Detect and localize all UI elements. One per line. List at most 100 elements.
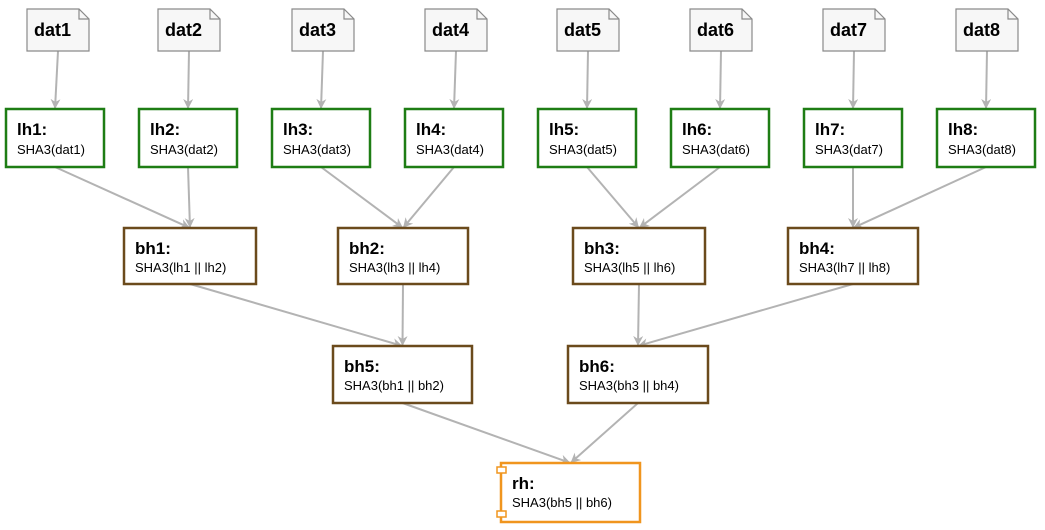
document-fold	[1007, 9, 1018, 20]
doc-label: dat6	[697, 20, 734, 40]
document-icon	[291, 8, 355, 52]
doc-label: dat8	[963, 20, 1000, 40]
edge-bh1-to-bh5	[189, 283, 403, 348]
branch-node-bh6: bh6: SHA3(bh3 || bh4)	[566, 344, 710, 405]
leaf-node-lh4: lh4: SHA3(dat4)	[403, 107, 505, 169]
edge-lh2-to-bh1	[184, 166, 195, 228]
doc-dat5: dat5	[556, 8, 620, 52]
leaf-box	[137, 107, 239, 169]
doc-dat8: dat8	[955, 8, 1019, 52]
document-fold	[78, 9, 89, 20]
node-title: lh5:	[549, 120, 579, 139]
document-fold	[209, 9, 220, 20]
node-formula: SHA3(dat8)	[948, 142, 1016, 157]
node-title: lh2:	[150, 120, 180, 139]
edge-lh6-to-bh3	[639, 166, 721, 229]
leaf-node-lh5: lh5: SHA3(dat5)	[536, 107, 638, 169]
branch-hashes: bh1: SHA3(lh1 || lh2) bh2: SHA3(lh3 || l…	[122, 226, 920, 405]
document-icon	[157, 8, 221, 52]
doc-dat2: dat2	[157, 8, 221, 52]
branch-node-bh4: bh4: SHA3(lh7 || lh8)	[786, 226, 920, 286]
node-formula: SHA3(bh5 || bh6)	[512, 495, 612, 510]
doc-dat4: dat4	[424, 8, 488, 52]
document-fold	[608, 9, 619, 20]
edge-bh4-to-bh6	[638, 283, 854, 349]
doc-label: dat5	[564, 20, 601, 40]
document-icon	[955, 8, 1019, 52]
node-formula: SHA3(dat4)	[416, 142, 484, 157]
leaf-node-lh3: lh3: SHA3(dat3)	[270, 107, 372, 169]
node-formula: SHA3(dat6)	[682, 142, 750, 157]
node-title: bh1:	[135, 239, 171, 258]
node-formula: SHA3(lh3 || lh4)	[349, 260, 440, 275]
edge-dat5-to-lh5	[582, 50, 593, 109]
node-formula: SHA3(bh1 || bh2)	[344, 378, 444, 393]
node-title: lh7:	[815, 120, 845, 139]
node-formula: SHA3(lh7 || lh8)	[799, 260, 890, 275]
edge-dat2-to-lh2	[183, 50, 194, 109]
edge-lh3-to-bh2	[320, 166, 404, 229]
node-title: bh6:	[579, 357, 615, 376]
leaf-box	[270, 107, 372, 169]
leaf-box	[536, 107, 638, 169]
edge-lh1-to-bh1	[54, 166, 191, 229]
document-icon	[424, 8, 488, 52]
document-icon	[822, 8, 886, 52]
node-formula: SHA3(lh5 || lh6)	[584, 260, 675, 275]
edge-dat6-to-lh6	[715, 50, 726, 109]
doc-dat7: dat7	[822, 8, 886, 52]
leaf-node-lh1: lh1: SHA3(dat1)	[4, 107, 106, 169]
node-title: lh1:	[17, 120, 47, 139]
leaf-node-lh8: lh8: SHA3(dat8)	[935, 107, 1037, 169]
edge-dat3-to-lh3	[316, 50, 327, 110]
leaf-box	[403, 107, 505, 169]
node-title: lh6:	[682, 120, 712, 139]
document-fold	[476, 9, 487, 20]
branch-box	[336, 226, 470, 286]
leaf-box	[935, 107, 1037, 169]
leaf-box	[669, 107, 771, 169]
node-formula: SHA3(dat7)	[815, 142, 883, 157]
edge-dat4-to-lh4	[449, 50, 460, 110]
doc-label: dat7	[830, 20, 867, 40]
root-hash-node: rh: SHA3(bh5 || bh6)	[496, 461, 642, 524]
branch-box	[122, 226, 258, 286]
node-formula: SHA3(lh1 || lh2)	[135, 260, 226, 275]
branch-node-bh5: bh5: SHA3(bh1 || bh2)	[331, 344, 474, 405]
branch-node-bh1: bh1: SHA3(lh1 || lh2)	[122, 226, 258, 286]
leaf-node-lh7: lh7: SHA3(dat7)	[802, 107, 904, 169]
branch-box	[786, 226, 920, 286]
component-port-icon	[496, 510, 507, 518]
edge-lh5-to-bh3	[586, 166, 640, 228]
branch-box	[566, 344, 710, 405]
doc-dat3: dat3	[291, 8, 355, 52]
edge-dat1-to-lh1	[50, 50, 61, 110]
document-icon	[556, 8, 620, 52]
doc-label: dat2	[165, 20, 202, 40]
node-title: lh8:	[948, 120, 978, 139]
document-fold	[874, 9, 885, 20]
document-fold	[343, 9, 354, 20]
edges	[50, 50, 992, 465]
leaf-node-lh6: lh6: SHA3(dat6)	[669, 107, 771, 169]
node-formula: SHA3(bh3 || bh4)	[579, 378, 679, 393]
doc-label: dat3	[299, 20, 336, 40]
branch-node-bh3: bh3: SHA3(lh5 || lh6)	[571, 226, 707, 286]
edge-bh6-to-rh	[570, 402, 639, 464]
doc-dat6: dat6	[689, 8, 753, 52]
node-title: bh3:	[584, 239, 620, 258]
branch-box	[571, 226, 707, 286]
leaf-box	[802, 107, 904, 169]
leaf-box	[4, 107, 106, 169]
document-icon	[26, 8, 90, 52]
node-formula: SHA3(dat5)	[549, 142, 617, 157]
node-title: lh3:	[283, 120, 313, 139]
document-icon	[689, 8, 753, 52]
branch-node-bh2: bh2: SHA3(lh3 || lh4)	[336, 226, 470, 286]
node-formula: SHA3(dat1)	[17, 142, 85, 157]
edge-lh4-to-bh2	[402, 166, 455, 228]
node-formula: SHA3(dat2)	[150, 142, 218, 157]
data-documents: dat1 dat2 dat3 dat4 dat5 dat6	[26, 8, 1019, 52]
leaf-node-lh2: lh2: SHA3(dat2)	[137, 107, 239, 169]
